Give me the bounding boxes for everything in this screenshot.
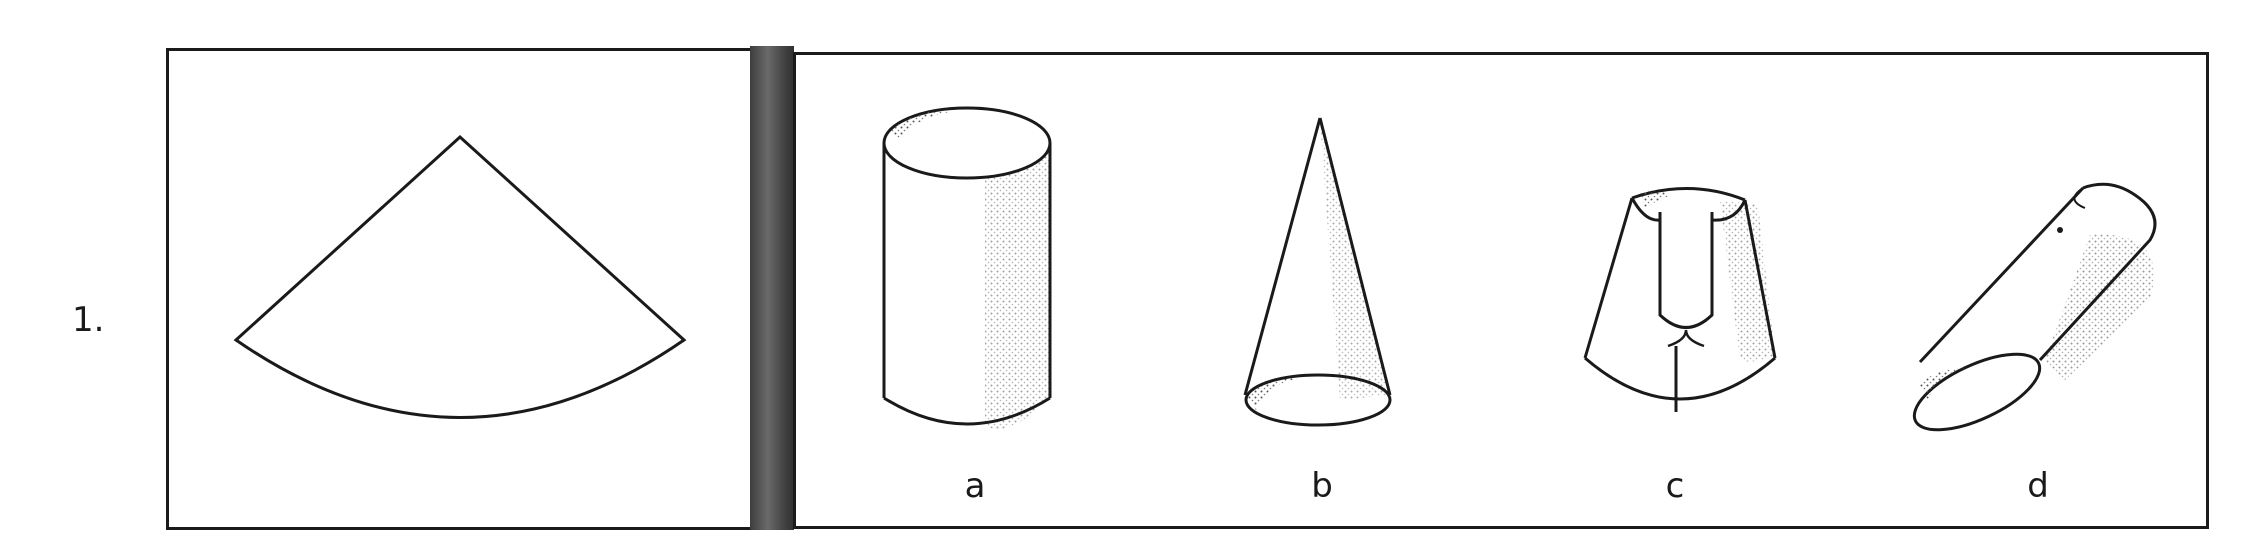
question-number: 1. xyxy=(72,300,105,340)
sector-shape xyxy=(233,134,687,419)
option-a-cylinder[interactable] xyxy=(882,106,1052,429)
option-d-label: d xyxy=(2027,466,2049,506)
panel-divider xyxy=(750,46,794,530)
option-c-label: c xyxy=(1665,466,1685,506)
option-a-label: a xyxy=(964,466,986,506)
option-b-label: b xyxy=(1311,466,1333,506)
option-d-tilted-cylinder[interactable] xyxy=(1904,182,2157,445)
option-b-cone[interactable] xyxy=(1243,117,1392,427)
option-c-frustum[interactable] xyxy=(1583,186,1777,412)
options-panel xyxy=(793,52,2209,529)
